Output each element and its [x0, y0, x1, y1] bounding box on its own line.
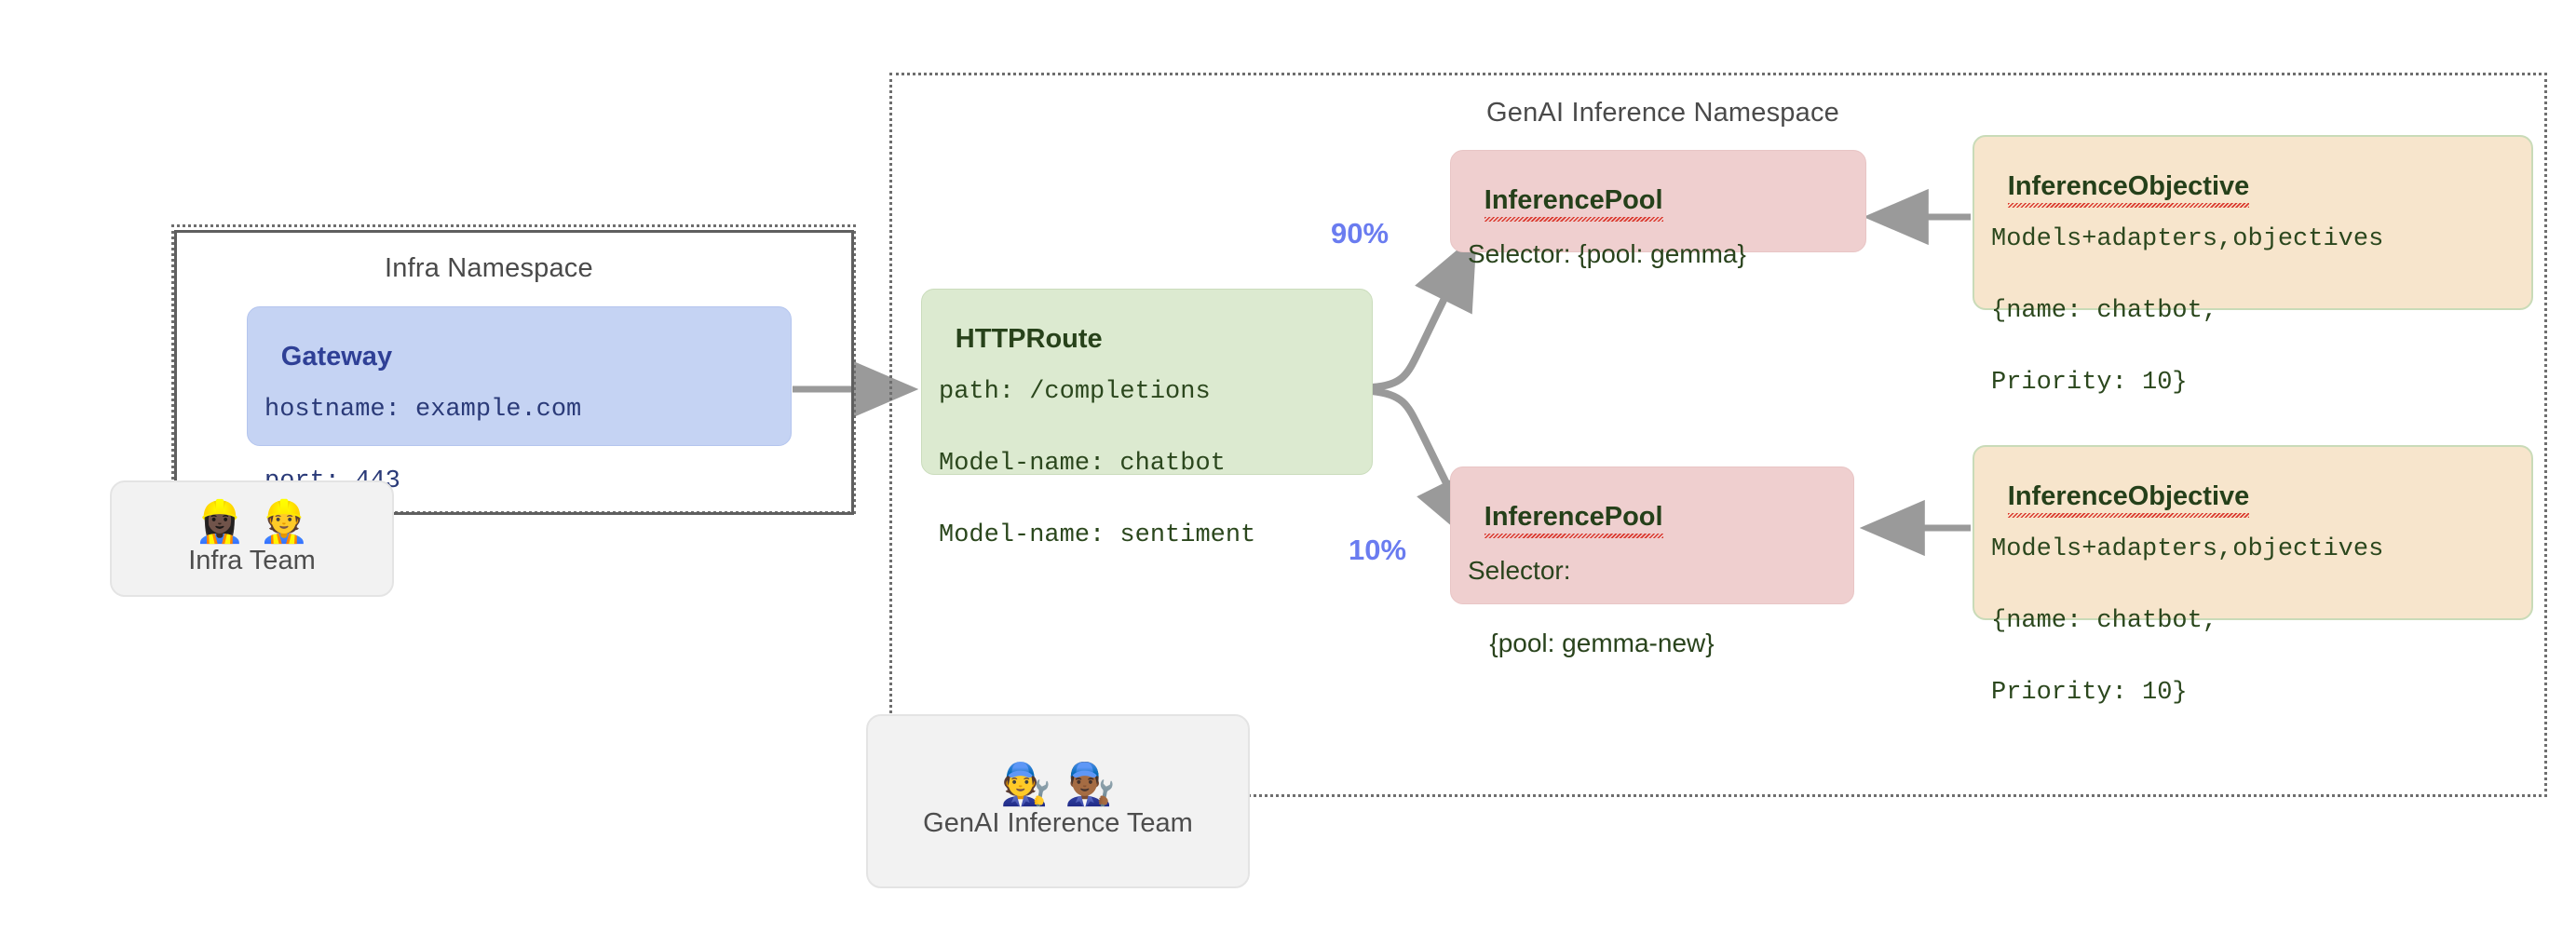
inferencepool-gemma-selector-line: Selector: {pool: gemma} — [1468, 239, 1746, 269]
construction-worker-icon-1: 👷🏿‍♀️ — [194, 498, 259, 545]
inferencepool-gemma-new-card[interactable]: InferencePool Selector: {pool: gemma-new… — [1450, 466, 1854, 657]
construction-worker-icon-2: 👷 — [258, 498, 323, 545]
genai-inference-namespace-boundary — [889, 73, 2547, 797]
gateway-card-title: Gateway — [280, 341, 393, 372]
genai-inference-team-label: GenAI Inference Team — [923, 808, 1193, 839]
inferenceobjective-top-priority-line: Priority: 10} — [1991, 368, 2188, 397]
inferenceobjective-bottom-name-line: {name: chatbot, — [1991, 606, 2218, 635]
inferencepool-gemma-new-selector-line: Selector: — [1468, 556, 1571, 586]
infra-namespace-title: Infra Namespace — [385, 253, 593, 283]
inferencepool-gemma-title: InferencePool — [1484, 183, 1663, 223]
genai-inference-team-card[interactable]: 🧑‍🔧👨🏾‍🔧 GenAI Inference Team — [866, 714, 1250, 888]
httproute-path-line: path: /completions — [939, 378, 1211, 407]
mechanic-icon-1: 🧑‍🔧 — [1000, 761, 1064, 807]
genai-inference-namespace-title: GenAI Inference Namespace — [1486, 98, 1839, 128]
inferencepool-gemma-new-selector-value-line: {pool: gemma-new} — [1468, 629, 1715, 658]
infra-team-label: Infra Team — [188, 546, 316, 576]
inferenceobjective-bottom-title: InferenceObjective — [2007, 480, 2249, 519]
inferencepool-gemma-card[interactable]: InferencePool Selector: {pool: gemma} — [1450, 150, 1866, 268]
mechanic-icons: 🧑‍🔧👨🏾‍🔧 — [987, 761, 1129, 807]
inferenceobjective-bottom-card[interactable]: InferenceObjective Models+adapters,objec… — [1973, 445, 2533, 707]
inferencepool-gemma-new-title: InferencePool — [1484, 500, 1663, 539]
traffic-split-10-label: 10% — [1349, 534, 1407, 566]
inferenceobjective-top-models-line: Models+adapters,objectives — [1991, 225, 2384, 254]
gateway-hostname-line: hostname: example.com — [264, 396, 582, 425]
infra-namespace-boundary — [174, 230, 854, 515]
gateway-card[interactable]: Gateway hostname: example.com port: 443 — [247, 306, 792, 495]
httproute-model-name-chatbot-line: Model-name: chatbot — [939, 449, 1226, 478]
inferenceobjective-bottom-priority-line: Priority: 10} — [1991, 678, 2188, 707]
mechanic-icon-2: 👨🏾‍🔧 — [1064, 761, 1129, 807]
traffic-split-90-label: 90% — [1331, 217, 1390, 250]
inferenceobjective-bottom-models-line: Models+adapters,objectives — [1991, 535, 2384, 564]
infra-team-card[interactable]: 👷🏿‍♀️👷 Infra Team — [110, 480, 394, 597]
httproute-card[interactable]: HTTPRoute path: /completions Model-name:… — [921, 289, 1373, 549]
httproute-card-title: HTTPRoute — [955, 323, 1103, 354]
construction-worker-icons: 👷🏿‍♀️👷 — [182, 498, 323, 545]
httproute-model-name-sentiment-line: Model-name: sentiment — [939, 521, 1256, 549]
inferenceobjective-top-card[interactable]: InferenceObjective Models+adapters,objec… — [1973, 135, 2533, 397]
inferenceobjective-top-title: InferenceObjective — [2007, 169, 2249, 209]
inferenceobjective-top-name-line: {name: chatbot, — [1991, 296, 2218, 325]
